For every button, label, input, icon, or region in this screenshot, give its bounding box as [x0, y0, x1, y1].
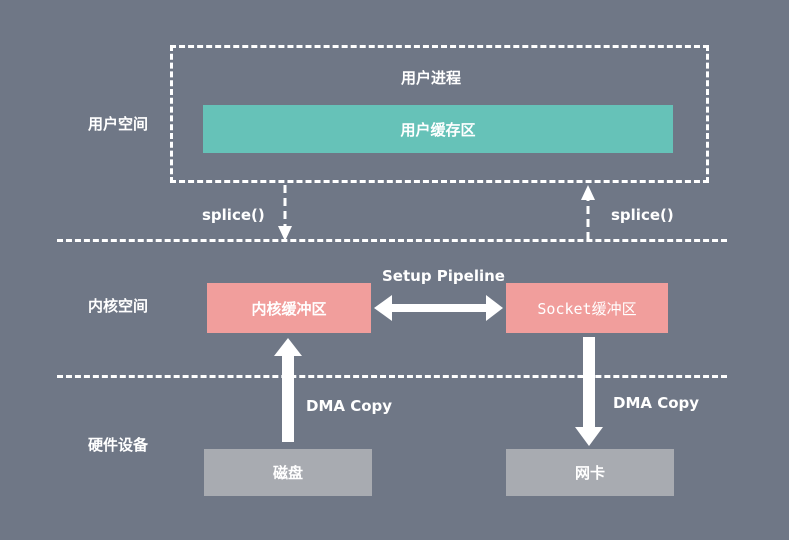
- splice-left-label: splice(): [202, 206, 265, 224]
- setup-pipeline-label: Setup Pipeline: [382, 267, 505, 285]
- user-buffer-box: 用户缓存区: [203, 105, 673, 153]
- region-label-kernel-space: 内核空间: [88, 297, 149, 315]
- kernel-buffer-box: 内核缓冲区: [207, 283, 371, 333]
- user-process-title: 用户进程: [401, 69, 462, 87]
- region-label-hardware: 硬件设备: [88, 436, 149, 454]
- dma-up-arrow: [274, 338, 302, 442]
- dma-right-label: DMA Copy: [613, 394, 700, 412]
- splice-up-arrow: [581, 185, 595, 240]
- region-label-user-space: 用户空间: [88, 115, 149, 133]
- socket-buffer-box: Socket缓冲区: [506, 283, 668, 333]
- disk-box: 磁盘: [204, 449, 372, 496]
- divider-user-kernel: [57, 239, 727, 242]
- splice-down-arrow: [278, 185, 292, 241]
- user-process-frame: [170, 45, 709, 183]
- dma-left-label: DMA Copy: [306, 397, 393, 415]
- splice-right-label: splice(): [611, 206, 674, 224]
- pipeline-double-arrow: [374, 295, 503, 321]
- divider-kernel-hardware: [57, 375, 727, 378]
- dma-down-arrow: [575, 337, 603, 446]
- nic-box: 网卡: [506, 449, 674, 496]
